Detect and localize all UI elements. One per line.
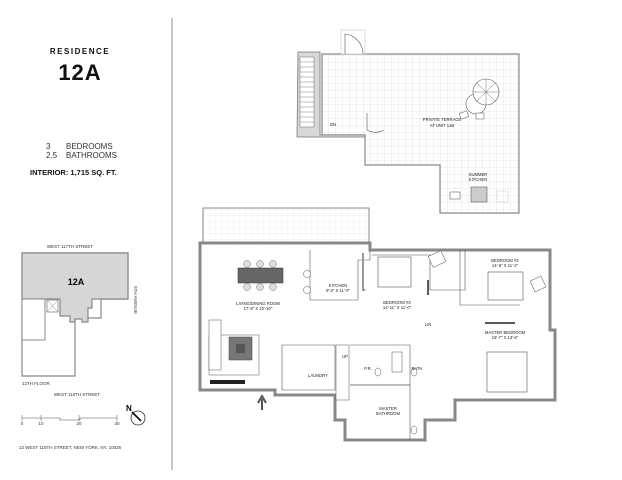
interior-area: INTERIOR: 1,715 SQ. FT. [30,168,117,177]
bedroom3-dims: 14'-11" X 11'-0" [383,305,412,310]
key-unit-label: 12A [68,277,85,287]
scale-tick: 10 [38,421,44,426]
living-room-label: LIVING/DINING ROOM [236,301,280,306]
bed-icon [487,271,524,301]
linen-closet-label: LIN [425,322,432,327]
scale-tick: 30 [114,421,120,426]
terrace-sub-label: AT UNIT 12B [430,123,455,128]
interior-stair [335,344,350,401]
armchair-icon [427,250,447,268]
sofa-icon [208,319,260,376]
key-south-street: WEST 116TH STREET [54,392,101,397]
bedroom3-label: BEDROOM #3 [383,300,411,305]
private-terrace-plan: DN PRIVATE TERRACE AT UNIT 12B SUMMER KI… [296,29,520,214]
laundry-label: LAUNDRY [308,373,328,378]
entry-arrow-icon [257,393,267,410]
balcony [202,207,370,244]
scale-tick: 20 [76,421,82,426]
terrace-door [340,29,366,55]
unit-12a-highlight [21,252,129,323]
floor-label: 12TH FLOOR [22,381,51,386]
dining-table-icon [237,260,284,291]
master-bedroom-label: MASTER BEDROOM [485,330,526,335]
master-bath-label-2: BATHROOM [376,411,400,416]
umbrella-table-icon [458,78,500,120]
bath-label: BATH [412,366,423,371]
terrace-label: PRIVATE TERRACE [423,117,462,122]
address: 13 WEST 116TH STREET, NEW YORK, NY. 1002… [19,445,122,450]
scale-tick: 0 [21,421,24,426]
bedroom2-dims: 14'-6" X 11'-2" [492,263,519,268]
stair-up-label: UP [342,354,348,359]
grill-icon [470,186,488,203]
living-room-dims: 17'-6" X 22'-10" [244,306,273,311]
north-label: N [126,404,132,413]
toilet-icon [410,425,418,435]
tv-console-icon [210,380,245,384]
bedroom2-label: BEDROOM #2 [491,258,519,263]
master-bedroom-dims: 15'-7" X 13'-6" [492,335,519,340]
powder-room-label: P.R. [364,366,372,371]
north-compass-icon: N [126,404,146,426]
unit-number: 12A [58,60,102,85]
toilet-icon [410,367,418,377]
key-east-street: 5TH AVENUE [133,286,138,314]
summer-kitchen-label: SUMMER [469,172,488,177]
toilet-icon [374,367,382,377]
bed-icon [377,256,412,288]
master-bed-icon [486,351,528,393]
stool-icon [303,286,311,294]
bathrooms-count: 2.5 [46,151,58,160]
armchair-icon [529,275,547,293]
key-north-street: WEST 117TH STREET [47,244,94,249]
bedrooms-label: BEDROOMS [66,142,113,151]
stair-dn-label: DN [330,122,336,127]
sink-icon [449,191,461,200]
bathrooms-label: BATHROOMS [66,151,117,160]
summer-kitchen-label-2: KITCHEN [469,177,487,182]
key-plan: WEST 117TH STREET 12A 5TH AVENUE 12TH FL… [19,244,146,450]
kitchen-dims: 9'-0" X 11'-0" [326,288,350,293]
scale-bar: 0 10 20 30 [21,415,120,426]
residence-label: RESIDENCE [49,47,111,56]
bathtub-icon [391,351,403,373]
master-bath-label: MASTER [379,406,396,411]
kitchen-label: KITCHEN [329,283,347,288]
stool-icon [303,270,311,278]
bedrooms-count: 3 [46,142,51,151]
unit-plan: LIVING/DINING ROOM 17'-6" X 22'-10" KITC… [198,207,557,442]
